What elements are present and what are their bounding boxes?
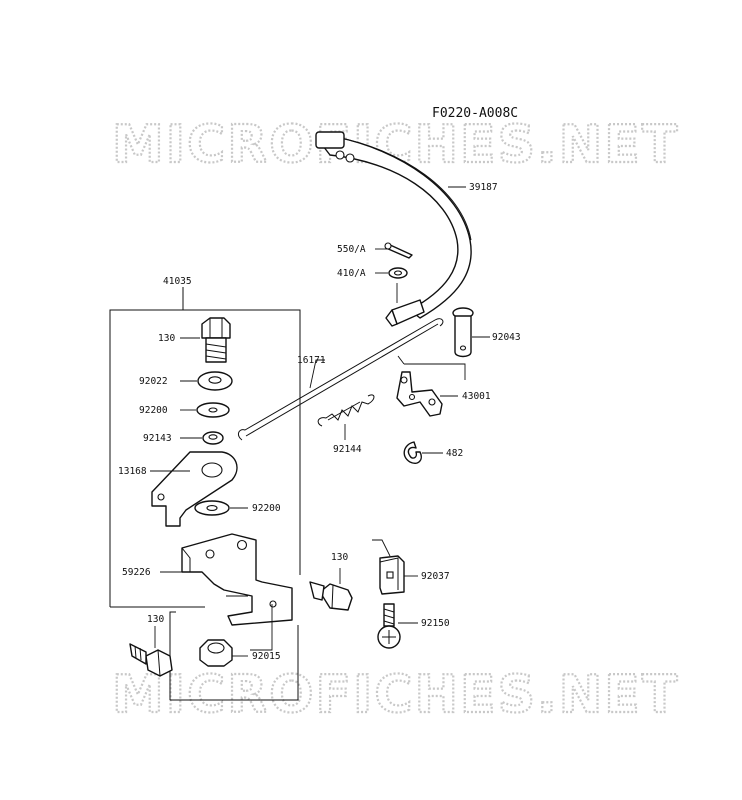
e-ring-482 — [403, 441, 422, 464]
label-92143: 92143 — [143, 433, 172, 444]
lever-43001 — [396, 355, 466, 417]
nut-92015 — [199, 639, 233, 667]
spring-92144 — [317, 394, 375, 427]
pin-92043 — [452, 307, 474, 358]
label-39187: 39187 — [469, 182, 498, 193]
label-130-low: 130 — [147, 614, 164, 625]
cable-39187 — [315, 131, 472, 327]
bolt-130-low — [129, 643, 173, 677]
label-482: 482 — [446, 448, 463, 459]
washer-92022 — [197, 371, 233, 391]
label-550a: 550/A — [337, 244, 366, 255]
label-130-top: 130 — [158, 333, 175, 344]
label-130-mid: 130 — [331, 552, 348, 563]
label-59226: 59226 — [122, 567, 151, 578]
label-92200-b: 92200 — [252, 503, 281, 514]
clip-92037 — [372, 539, 405, 595]
washer-92143 — [202, 431, 224, 445]
label-92015: 92015 — [252, 651, 281, 662]
screw-92150 — [377, 603, 401, 649]
plate-59226 — [181, 533, 293, 626]
label-92150: 92150 — [421, 618, 450, 629]
label-92037: 92037 — [421, 571, 450, 582]
diagram-code: F0220-A008C — [432, 106, 518, 121]
watermark-bottom: MICROFICHES.NET — [112, 665, 679, 725]
label-41035: 41035 — [163, 276, 192, 287]
cotter-pin-550a — [384, 242, 413, 259]
washer-410a — [388, 267, 408, 303]
label-92200-a: 92200 — [139, 405, 168, 416]
bolt-130-top — [201, 317, 231, 363]
rod-16171 — [237, 318, 444, 441]
label-92022: 92022 — [139, 376, 168, 387]
leader-lines — [150, 186, 490, 657]
washer-92200-b — [194, 500, 230, 516]
washer-92200-a — [196, 402, 230, 418]
label-16171: 16171 — [297, 355, 326, 366]
label-92043: 92043 — [492, 332, 521, 343]
label-13168: 13168 — [118, 466, 147, 477]
bracket-13168 — [151, 451, 238, 527]
label-43001: 43001 — [462, 391, 491, 402]
label-92144: 92144 — [333, 444, 362, 455]
label-410a: 410/A — [337, 268, 366, 279]
bolt-130-mid — [309, 581, 353, 611]
